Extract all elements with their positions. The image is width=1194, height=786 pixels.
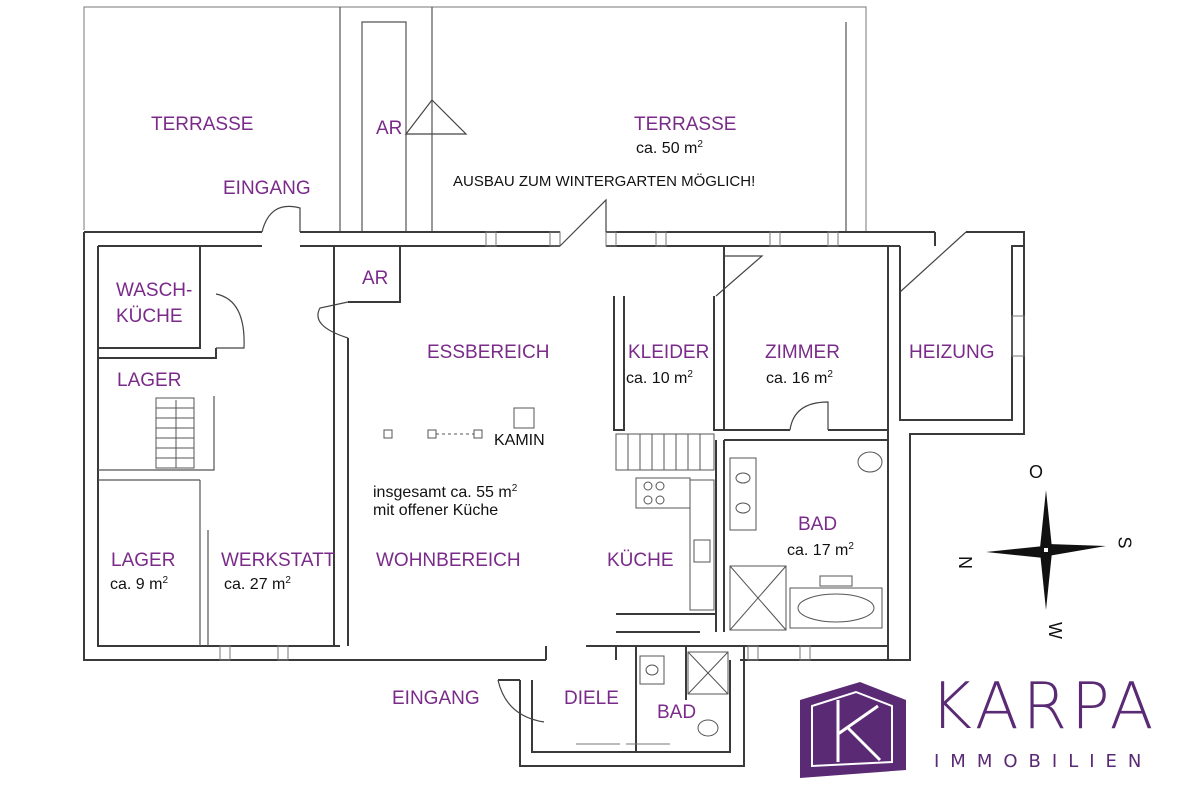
- bathroom-fixtures: [639, 451, 883, 737]
- label-zimmer: ZIMMER: [765, 342, 840, 363]
- area-zimmer: ca. 16 m2: [766, 369, 833, 387]
- compass-south-label: S: [1114, 536, 1135, 549]
- label-eingang-bottom: EINGANG: [392, 688, 480, 709]
- windows: [219, 231, 1025, 661]
- label-terrasse-right: TERRASSE: [634, 114, 737, 135]
- area-bad-big: ca. 17 m2: [787, 541, 854, 559]
- label-wohnbereich: WOHNBEREICH: [376, 550, 521, 571]
- label-eingang-top: EINGANG: [223, 178, 311, 199]
- label-essbereich: ESSBEREICH: [427, 342, 550, 363]
- area-terrasse-right: ca. 50 m2: [636, 139, 703, 157]
- label-waschkueche-2: KÜCHE: [116, 306, 183, 327]
- label-lager-bottom: LAGER: [111, 550, 176, 571]
- karpa-logo-mark: [800, 682, 906, 778]
- karpa-logo-subtitle: IMMOBILIEN: [934, 751, 1153, 772]
- label-werkstatt: WERKSTATT: [221, 550, 336, 571]
- area-lager-bottom: ca. 9 m2: [110, 575, 169, 593]
- label-heizung: HEIZUNG: [909, 342, 995, 363]
- label-waschkueche-1: WASCH-: [116, 280, 193, 301]
- kamin-and-columns: [383, 407, 535, 439]
- label-lager-top: LAGER: [117, 370, 182, 391]
- label-kueche: KÜCHE: [607, 550, 674, 571]
- label-terrasse-left: TERRASSE: [151, 114, 254, 135]
- interior-walls: [98, 246, 888, 646]
- doors: [215, 99, 967, 723]
- label-kleider: KLEIDER: [628, 342, 710, 363]
- stairs: [155, 397, 715, 471]
- compass-east-label: O: [1029, 462, 1044, 482]
- outer-walls: [83, 231, 1025, 661]
- label-bad-small: BAD: [657, 702, 697, 723]
- area-kleider: ca. 10 m2: [626, 369, 693, 387]
- compass-rose: [986, 490, 1106, 610]
- note-wintergarten: AUSBAU ZUM WINTERGARTEN MÖGLICH!: [453, 173, 756, 190]
- diele-annex: [498, 646, 745, 767]
- note-insgesamt: insgesamt ca. 55 m2: [373, 483, 518, 501]
- compass-north-label: N: [955, 556, 975, 569]
- label-diele: DIELE: [564, 688, 619, 709]
- label-ar-top: AR: [376, 118, 403, 139]
- area-werkstatt: ca. 27 m2: [224, 575, 291, 593]
- kitchen-fixtures: [635, 477, 715, 611]
- label-ar-small: AR: [362, 268, 389, 289]
- label-bad-big: BAD: [798, 514, 838, 535]
- label-kamin: KAMIN: [494, 432, 545, 449]
- karpa-logo-name: KARPA: [930, 670, 1158, 744]
- compass-west-label: W: [1045, 622, 1065, 639]
- note-offene-kueche: mit offener Küche: [373, 502, 499, 519]
